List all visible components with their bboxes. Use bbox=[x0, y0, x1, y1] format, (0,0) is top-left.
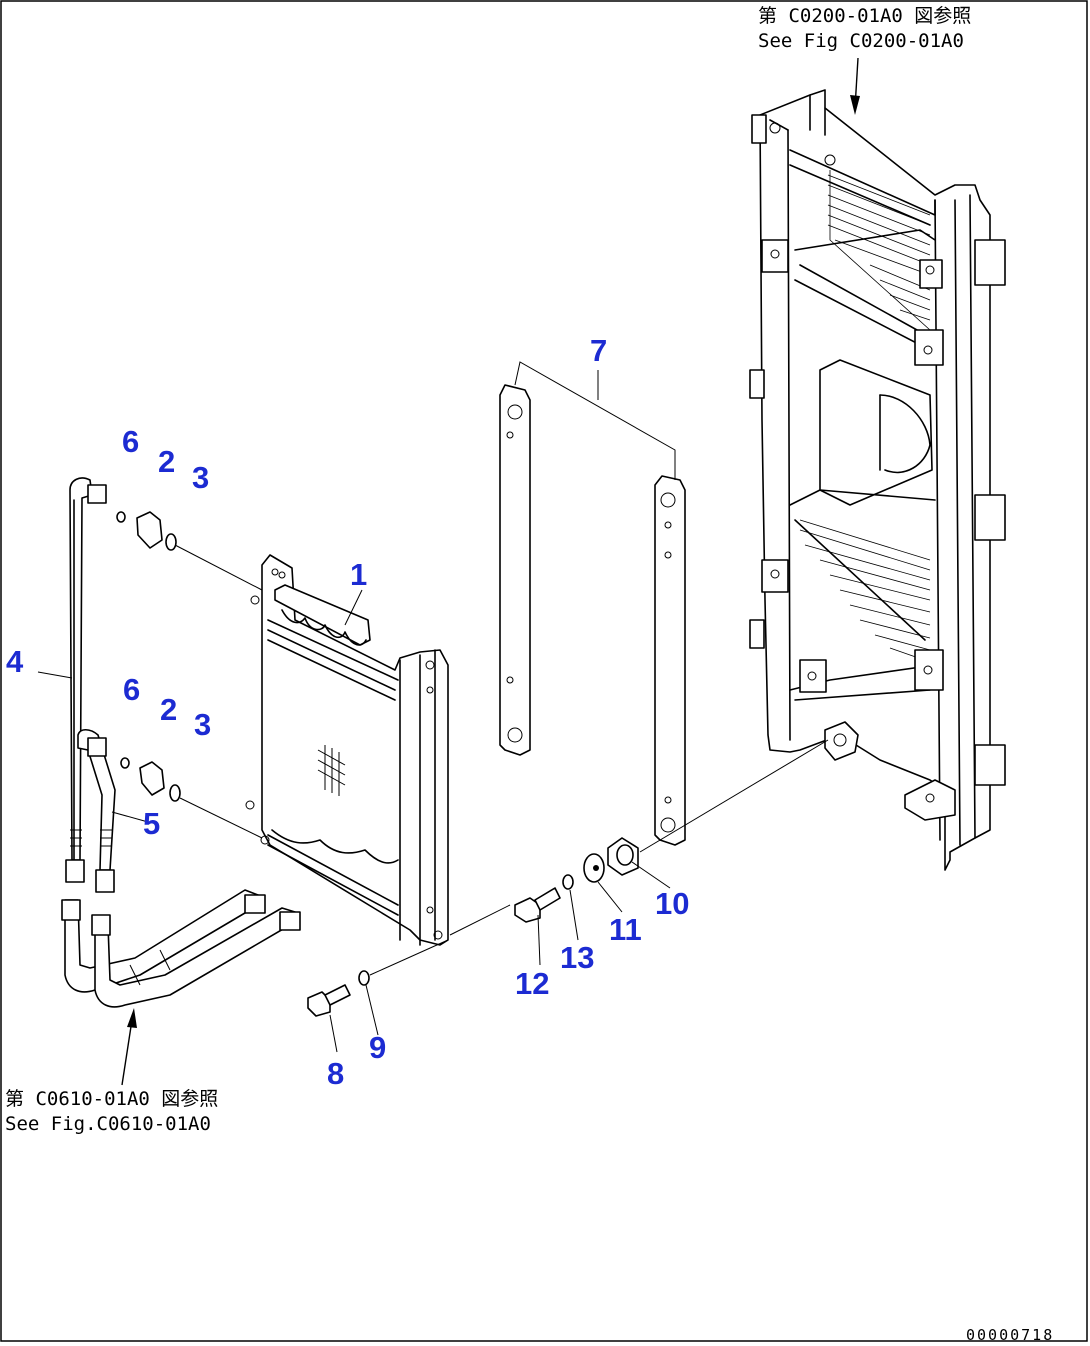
fittings-upper bbox=[116, 511, 263, 591]
part-label-7: 7 bbox=[590, 333, 607, 368]
part-label-13: 13 bbox=[560, 940, 594, 975]
part-label-3-upper: 3 bbox=[192, 460, 209, 495]
part-label-11: 11 bbox=[609, 912, 642, 947]
part-label-6-lower: 6 bbox=[123, 672, 140, 707]
part-10-cushion bbox=[607, 739, 829, 876]
part-label-5: 5 bbox=[143, 806, 160, 841]
part-label-10: 10 bbox=[655, 886, 689, 921]
reference-note-bottom-line1: 第 C0610-01A0 図参照 bbox=[5, 1088, 218, 1110]
reference-arrow-bottom bbox=[121, 1008, 137, 1086]
part-label-2-lower: 2 bbox=[160, 692, 177, 727]
part-label-12: 12 bbox=[515, 966, 549, 1001]
radiator-frame bbox=[749, 89, 1006, 871]
part-label-3-lower: 3 bbox=[194, 707, 211, 742]
core-fins-upper bbox=[827, 170, 931, 331]
bolt-12-washer-13 bbox=[514, 874, 574, 923]
reference-note-top-line1: 第 C0200-01A0 図参照 bbox=[758, 5, 971, 27]
reference-note-top-line2: See Fig C0200-01A0 bbox=[758, 30, 964, 52]
reference-arrow-top bbox=[850, 57, 860, 115]
part-label-1: 1 bbox=[350, 557, 367, 592]
fittings-lower bbox=[120, 757, 263, 839]
core-fins-lower bbox=[799, 519, 931, 663]
part-label-2-upper: 2 bbox=[158, 444, 175, 479]
part-4-hose bbox=[65, 477, 107, 883]
bolt-8-washer-9 bbox=[307, 939, 449, 1017]
drawing-number: 00000718 bbox=[966, 1326, 1054, 1344]
leader-lines bbox=[37, 370, 671, 1053]
part-5-hose bbox=[77, 728, 116, 893]
part-label-4: 4 bbox=[6, 644, 24, 679]
reference-note-bottom-line2: See Fig.C0610-01A0 bbox=[5, 1113, 211, 1135]
part-label-8: 8 bbox=[327, 1056, 344, 1091]
frame-bolt-holes bbox=[769, 122, 935, 681]
part-11-washer bbox=[583, 853, 605, 883]
lower-pipes bbox=[61, 889, 301, 1008]
part-1-oil-cooler bbox=[245, 554, 449, 946]
part-label-9: 9 bbox=[369, 1030, 386, 1065]
part-label-6-upper: 6 bbox=[122, 424, 139, 459]
part-7-side-plates bbox=[499, 361, 686, 846]
